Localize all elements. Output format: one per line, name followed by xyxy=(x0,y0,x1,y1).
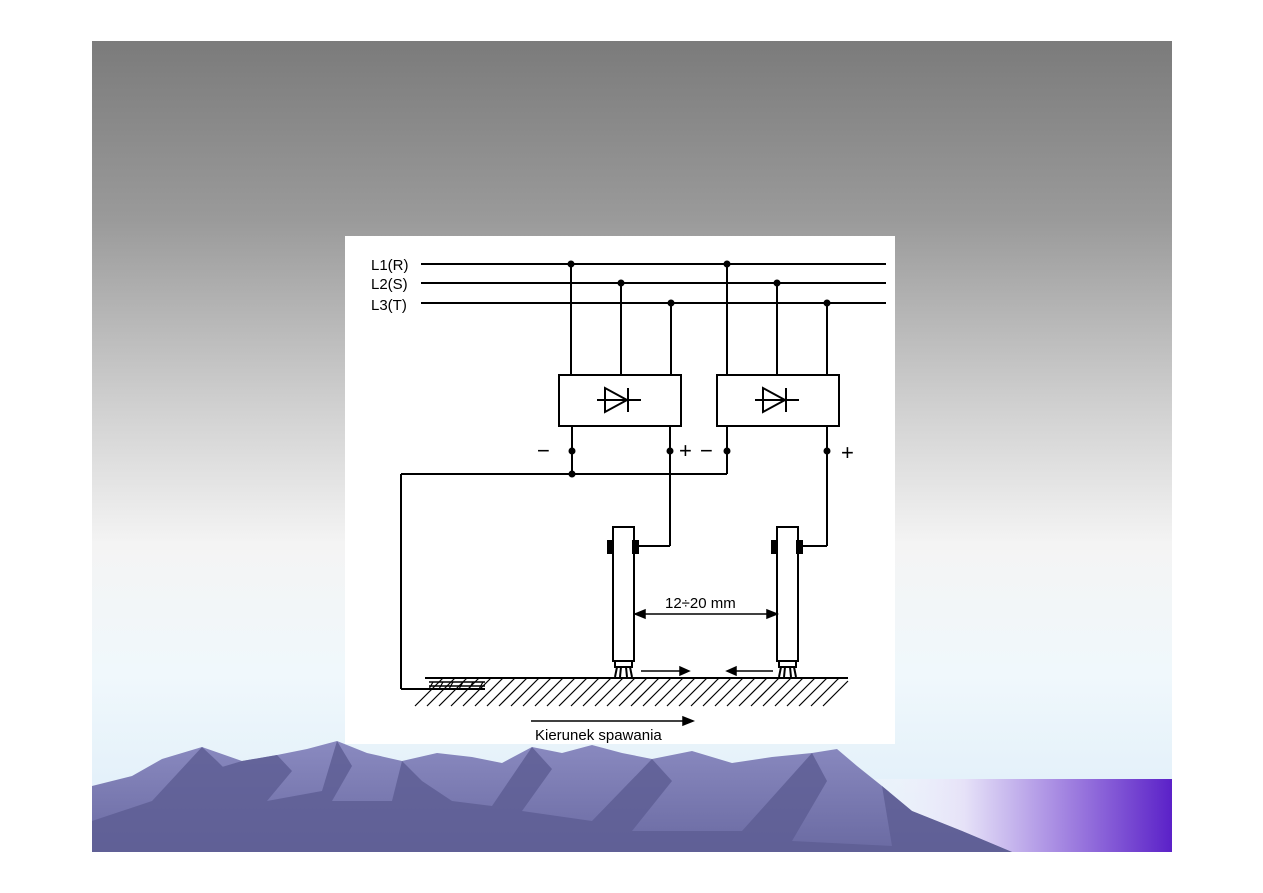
torch-2 xyxy=(771,526,803,678)
diode-icon xyxy=(597,386,641,414)
direction-arrow xyxy=(531,715,696,727)
rectifier-1-plus-label: + xyxy=(679,438,692,463)
gap-dimension-arrow xyxy=(632,608,780,620)
ground-clamp xyxy=(428,681,485,690)
rectifier-2-minus-label: − xyxy=(700,438,713,463)
rectifier-1-minus-label: − xyxy=(537,438,550,463)
diagram-svg: L1(R) L2(S) L3(T) − + − + 12÷20 mm Kieru… xyxy=(371,257,886,744)
phase-label-l3: L3(T) xyxy=(371,297,407,314)
junction-dots xyxy=(567,260,831,478)
diode-icon xyxy=(755,386,799,414)
workpiece xyxy=(414,677,849,707)
mountain-shadow xyxy=(92,741,1012,852)
gap-label: 12÷20 mm xyxy=(665,595,736,612)
mountain-landscape-background xyxy=(92,741,1172,852)
rectifier-2-plus-label: + xyxy=(841,440,854,465)
phase-label-l1: L1(R) xyxy=(371,257,409,274)
wiring xyxy=(400,263,886,690)
rectifier-2 xyxy=(716,374,840,427)
phase-label-l2: L2(S) xyxy=(371,276,408,293)
welding-circuit-diagram: L1(R) L2(S) L3(T) − + − + 12÷20 mm Kieru… xyxy=(345,236,895,744)
direction-label: Kierunek spawania xyxy=(535,727,662,744)
slide: L1(R) L2(S) L3(T) − + − + 12÷20 mm Kieru… xyxy=(92,41,1172,852)
torch-motion-arrows xyxy=(641,665,773,677)
rectifier-1 xyxy=(558,374,682,427)
torch-1 xyxy=(607,526,639,678)
